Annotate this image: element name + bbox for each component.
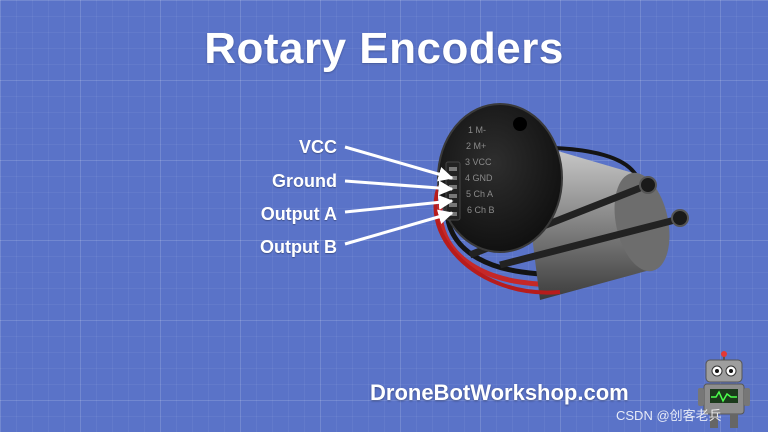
csdn-watermark: CSDN @创客老兵 (616, 408, 722, 423)
encoder-pin-6: 6 Ch B (467, 205, 495, 215)
label-ground: Ground (272, 171, 337, 191)
encoder-cap (438, 104, 562, 252)
label-vcc: VCC (298, 137, 337, 157)
arrow-vcc (344, 145, 454, 182)
motor-can-end (614, 172, 670, 272)
encoder-cap-hole (513, 117, 527, 131)
website-brand: DroneBotWorkshop.com (370, 380, 629, 405)
arrow-output-a (344, 194, 454, 214)
arrow-ground (344, 179, 454, 196)
encoder-pin-text: 1 M- 2 M+ 3 VCC 4 GND 5 Ch A 6 Ch B (465, 125, 495, 215)
cable-tip-1 (639, 176, 657, 194)
encoder-pin-4: 4 GND (465, 173, 493, 183)
encoder-pin-3: 3 VCC (465, 157, 492, 167)
cable-tip-2 (671, 209, 689, 227)
label-output-b: Output B (260, 237, 337, 257)
encoder-pin-2: 2 M+ (466, 141, 486, 151)
arrow-output-b (344, 209, 454, 246)
cable-lead-2 (499, 216, 676, 269)
robot-mascot-icon (698, 351, 750, 428)
encoder-pin-5: 5 Ch A (466, 189, 493, 199)
label-output-a: Output A (260, 204, 337, 224)
slide-title: Rotary Encoders (204, 24, 564, 73)
encoder-pin-1: 1 M- (468, 125, 486, 135)
